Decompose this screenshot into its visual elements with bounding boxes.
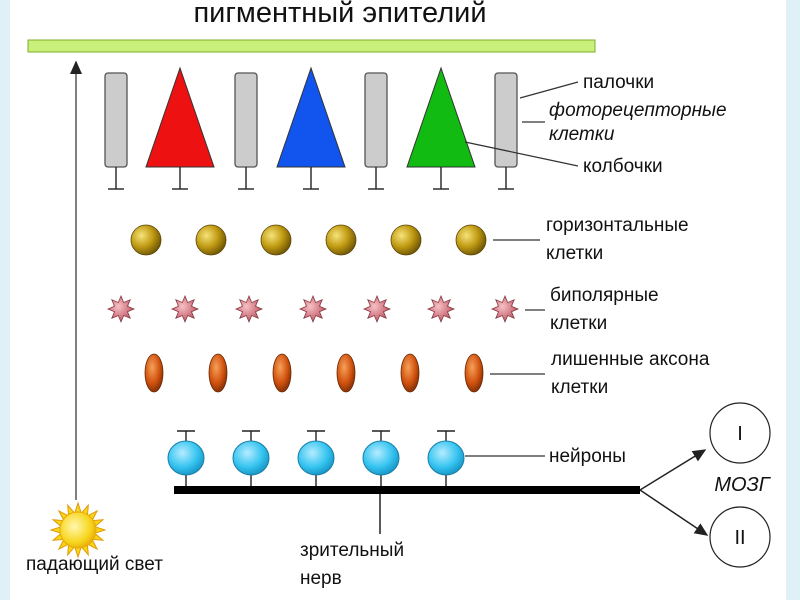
bipolar-cell bbox=[234, 294, 264, 324]
neuron-cell bbox=[362, 430, 400, 487]
amacrine-cell bbox=[208, 353, 228, 393]
horizontal-cell bbox=[455, 224, 487, 256]
rods-label: палочки bbox=[583, 72, 654, 93]
neurons-label: нейроны bbox=[549, 446, 626, 467]
cone-cell bbox=[276, 66, 346, 190]
horizontal-cell bbox=[260, 224, 292, 256]
cones-label: колбочки bbox=[583, 156, 663, 177]
rod-body bbox=[364, 72, 388, 168]
frame-right bbox=[786, 0, 800, 600]
leader-lines bbox=[464, 81, 579, 457]
brain-region-1-label: I bbox=[737, 423, 743, 445]
bipolar-cell bbox=[426, 294, 456, 324]
rod-cell bbox=[234, 72, 258, 190]
bipolar-label-line1: биполярные bbox=[550, 285, 659, 306]
bipolar-cell bbox=[490, 294, 520, 324]
optic-nerve-label-line1: зрительный bbox=[300, 540, 404, 561]
sun-icon bbox=[49, 501, 107, 559]
brain-arrow-lower bbox=[639, 489, 709, 536]
rods-leader bbox=[519, 81, 579, 99]
neuron-cell bbox=[297, 430, 335, 487]
bipolar-cell bbox=[170, 294, 200, 324]
neuron-body bbox=[362, 440, 400, 476]
horizontal-label-line1: горизонтальные bbox=[546, 215, 689, 236]
rod-cell bbox=[364, 72, 388, 190]
cone-body bbox=[276, 66, 346, 168]
frame-left bbox=[0, 0, 10, 600]
cone-body bbox=[145, 66, 215, 168]
cone-cell bbox=[145, 66, 215, 190]
optic-nerve-label-line2: нерв bbox=[300, 568, 342, 589]
amacrine-label-line1: лишенные аксона bbox=[551, 349, 710, 370]
amacrine-cell bbox=[400, 353, 420, 393]
bipolar-cell bbox=[106, 294, 136, 324]
cones-leader bbox=[464, 141, 579, 167]
bipolar-cell bbox=[298, 294, 328, 324]
incident-light-label: падающий свет bbox=[26, 554, 163, 575]
bipolar-cell bbox=[362, 294, 392, 324]
amacrine-cell bbox=[272, 353, 292, 393]
photoreceptor-label-line1: фоторецепторные bbox=[549, 100, 727, 121]
cone-cell bbox=[406, 66, 476, 190]
rod-body bbox=[234, 72, 258, 168]
horizontal-label-line2: клетки bbox=[546, 243, 603, 264]
neuron-body bbox=[167, 440, 205, 476]
neuron-row bbox=[167, 430, 465, 487]
neuron-cell bbox=[427, 430, 465, 487]
optic-nerve-bar bbox=[174, 486, 640, 494]
horizontal-cell bbox=[325, 224, 357, 256]
neuron-body bbox=[427, 440, 465, 476]
neuron-body bbox=[297, 440, 335, 476]
rod-cell bbox=[104, 72, 128, 190]
horizontal-cell bbox=[390, 224, 422, 256]
amacrine-label-line2: клетки bbox=[551, 377, 608, 398]
rod-cell bbox=[494, 72, 518, 190]
sun-disc bbox=[59, 511, 97, 549]
brain-label: МОЗГ bbox=[714, 474, 771, 496]
horizontal-cell-row bbox=[130, 224, 487, 256]
neuron-cell bbox=[167, 430, 205, 487]
horizontal-cell bbox=[130, 224, 162, 256]
brain-region-1-circle bbox=[709, 402, 771, 464]
cone-body bbox=[406, 66, 476, 168]
diagram-title: пигментный эпителий bbox=[193, 0, 486, 29]
bipolar-cell-row bbox=[106, 294, 520, 324]
amacrine-cell bbox=[144, 353, 164, 393]
horizontal-cell bbox=[195, 224, 227, 256]
brain-region-2-circle bbox=[709, 506, 771, 568]
bipolar-label-line2: клетки bbox=[550, 313, 607, 334]
brain-arrow-upper bbox=[639, 449, 707, 491]
photoreceptor-row bbox=[104, 66, 518, 190]
neuron-body bbox=[232, 440, 270, 476]
amacrine-cell bbox=[464, 353, 484, 393]
amacrine-cell bbox=[336, 353, 356, 393]
amacrine-cell-row bbox=[144, 353, 484, 393]
neuron-cell bbox=[232, 430, 270, 487]
brain-region-2-label: II bbox=[734, 527, 745, 549]
rod-body bbox=[104, 72, 128, 168]
photoreceptor-label-line2: клетки bbox=[549, 124, 615, 145]
pigment-epithelium-bar bbox=[27, 39, 596, 53]
